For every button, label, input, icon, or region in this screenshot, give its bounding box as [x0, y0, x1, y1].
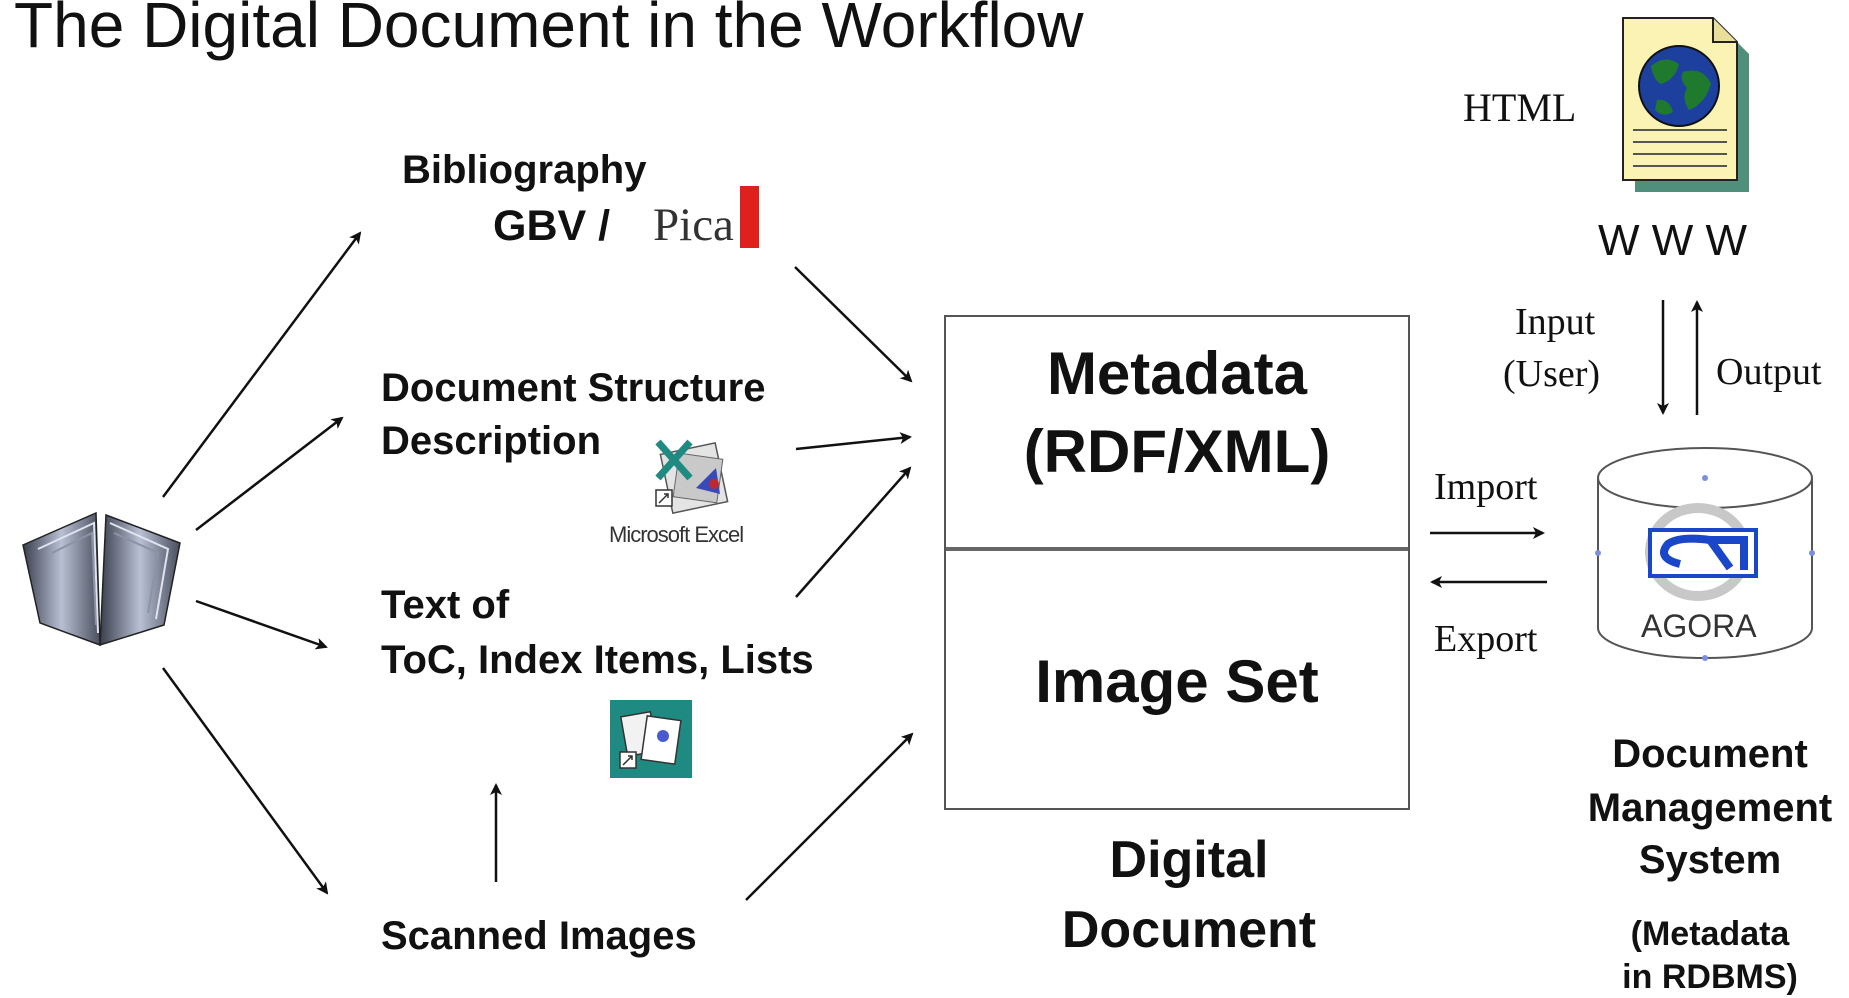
book-to-structure-arrow	[195, 416, 344, 531]
scanned-images-label: Scanned Images	[381, 914, 697, 958]
scanned-to-imageset-arrow	[745, 732, 914, 901]
html-label: HTML	[1463, 85, 1577, 130]
export-label: Export	[1434, 618, 1538, 660]
metadata-label: Metadata	[1046, 340, 1308, 407]
book-to-text-arrow	[195, 599, 328, 650]
book-icon	[22, 511, 181, 647]
scanner-app-icon	[610, 700, 692, 778]
import-label: Import	[1434, 466, 1538, 508]
rdf-xml-label: (RDF/XML)	[1023, 418, 1331, 485]
dms-label-line1: Document	[1612, 732, 1808, 776]
dms-note-line1: (Metadata	[1630, 915, 1790, 953]
excel-icon	[655, 439, 729, 514]
gbv-label: GBV /	[493, 202, 611, 250]
dms-label-line3: System	[1638, 838, 1782, 882]
structure-to-metadata-arrow	[795, 432, 912, 451]
pica-bar-icon	[740, 186, 759, 248]
dms-note-line2: in RDBMS)	[1622, 958, 1798, 996]
dms-label-line2: Management	[1587, 786, 1833, 830]
structure-label-line1: Document Structure	[381, 366, 766, 410]
pica-logo: Pica	[653, 199, 734, 251]
digital-caption-line1: Digital	[1109, 831, 1269, 889]
bibliography-to-metadata-arrow	[794, 266, 913, 383]
www-label: W W W	[1598, 216, 1748, 265]
text-of-label-line2: ToC, Index Items, Lists	[381, 638, 814, 682]
box-divider	[946, 547, 1408, 551]
book-to-scanned-arrow	[161, 667, 329, 895]
digital-document-box: Metadata (RDF/XML) Image Set	[944, 315, 1410, 810]
page-title: The Digital Document in the Workflow	[14, 0, 1084, 61]
input-user-label: (User)	[1503, 353, 1601, 395]
text-to-metadata-arrow	[795, 466, 912, 598]
html-document-icon	[1622, 17, 1749, 192]
agora-logo-text: AGORA	[1641, 608, 1757, 644]
database-cylinder-icon	[1595, 447, 1815, 661]
digital-caption-line2: Document	[1061, 901, 1317, 959]
structure-label-line2: Description	[381, 419, 602, 463]
book-to-bibliography-arrow	[161, 231, 362, 498]
image-set-label: Image Set	[1035, 648, 1319, 715]
output-label: Output	[1716, 351, 1822, 393]
input-label: Input	[1515, 301, 1596, 343]
text-of-label-line1: Text of	[381, 583, 510, 627]
excel-label: Microsoft Excel	[609, 522, 744, 547]
bibliography-label: Bibliography	[402, 148, 647, 192]
